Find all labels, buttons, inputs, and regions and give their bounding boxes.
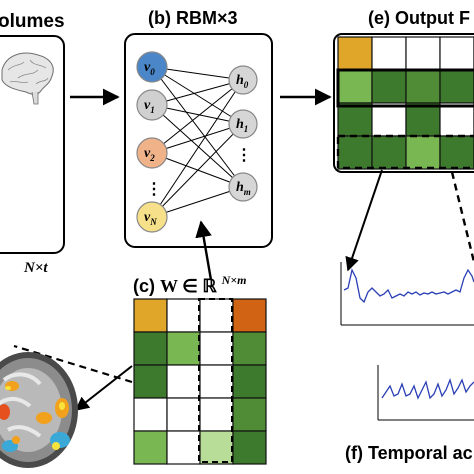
panel-a-box [0, 35, 65, 254]
rbm-edge [151, 79, 244, 154]
output-row-highlight [336, 68, 474, 108]
arrow-c-to-d [74, 365, 133, 411]
weight-cell [133, 430, 168, 465]
panel-f-title: (f) Temporal ac [345, 443, 473, 463]
arrow-c-to-b [195, 220, 213, 281]
timecourse-plot-2 [377, 365, 474, 421]
hidden-ellipsis: ⋮ [236, 147, 252, 164]
weight-cell [133, 397, 168, 432]
weight-cell [166, 298, 201, 333]
rbm-edge [151, 66, 244, 125]
output-cell [439, 135, 474, 170]
panel-c-title-math: W ∈ ℝ [160, 276, 217, 296]
output-cell [405, 36, 441, 71]
output-cell [337, 36, 373, 71]
panel-c-title-prefix: (c) [133, 276, 160, 296]
output-cell [405, 69, 441, 104]
weight-cell [166, 364, 201, 399]
rbm-edge [151, 79, 244, 218]
panel-c-title-sup: N×m [221, 273, 247, 287]
output-cell [439, 102, 474, 137]
weight-cell [232, 397, 267, 432]
timecourse-line-1 [343, 268, 474, 304]
weight-cell [232, 331, 267, 366]
output-cell [405, 102, 441, 137]
weight-matrix [133, 298, 267, 465]
weight-cell [199, 397, 234, 432]
svg-text:v1: v1 [144, 98, 155, 115]
output-cell [371, 135, 407, 170]
visible-node-2: v2 [136, 137, 168, 169]
output-matrix [337, 36, 474, 170]
hidden-node-m: hm [228, 172, 258, 202]
weight-cell [199, 364, 234, 399]
output-cell [371, 36, 407, 71]
output-cell [439, 69, 474, 104]
panel-b-box [124, 33, 273, 248]
panel-a-dims: N×t [23, 260, 48, 276]
hidden-node-0: h0 [228, 65, 258, 95]
weight-cell [199, 298, 234, 333]
rbm-edge [151, 123, 244, 154]
brain-slice-icon [0, 352, 78, 468]
output-cell [337, 135, 373, 170]
visible-node-1: v1 [136, 89, 168, 121]
visible-ellipsis: ⋮ [146, 181, 162, 198]
rbm-edge [151, 79, 244, 106]
weight-cell [133, 331, 168, 366]
arrow-e-to-f [345, 169, 383, 272]
timecourse-line-2 [381, 377, 474, 400]
weight-cell [232, 364, 267, 399]
weight-cell [166, 430, 201, 465]
svg-text:v0: v0 [144, 60, 155, 77]
output-cell [371, 69, 407, 104]
rbm-edge [151, 66, 244, 188]
weight-cell [166, 397, 201, 432]
brain-icon [1, 52, 54, 105]
connector-e-to-f [450, 171, 474, 263]
weight-cell [133, 364, 168, 399]
weight-cell [133, 298, 168, 333]
weight-cell [199, 430, 234, 465]
panel-c-title: (c) W ∈ ℝ N×m [133, 273, 246, 296]
rbm-edge [151, 186, 244, 218]
output-cell [371, 102, 407, 137]
panel-a-title: olumes [0, 11, 65, 32]
weight-cell [199, 331, 234, 366]
connector-c-to-d [13, 344, 133, 384]
panel-b-title: (b) RBM×3 [148, 8, 238, 28]
svg-text:v2: v2 [144, 146, 155, 163]
output-cell [405, 135, 441, 170]
output-row-dashed-highlight [336, 134, 474, 170]
output-cell [337, 69, 373, 104]
rbm-edge [151, 104, 244, 188]
weight-cell [166, 331, 201, 366]
output-cell [337, 102, 373, 137]
weight-column-highlight [198, 298, 233, 463]
visible-node-N: vN [136, 201, 168, 233]
panel-e-title: (e) Output F [368, 8, 470, 28]
weight-cell [232, 298, 267, 333]
output-cell [439, 36, 474, 71]
rbm-connections [151, 66, 244, 218]
timecourse-plot-1 [340, 262, 474, 326]
rbm-edge [151, 123, 244, 218]
hidden-node-1: h1 [228, 109, 258, 139]
weight-cell [232, 430, 267, 465]
panel-e-box [333, 33, 474, 173]
visible-node-0: v0 [136, 51, 168, 83]
